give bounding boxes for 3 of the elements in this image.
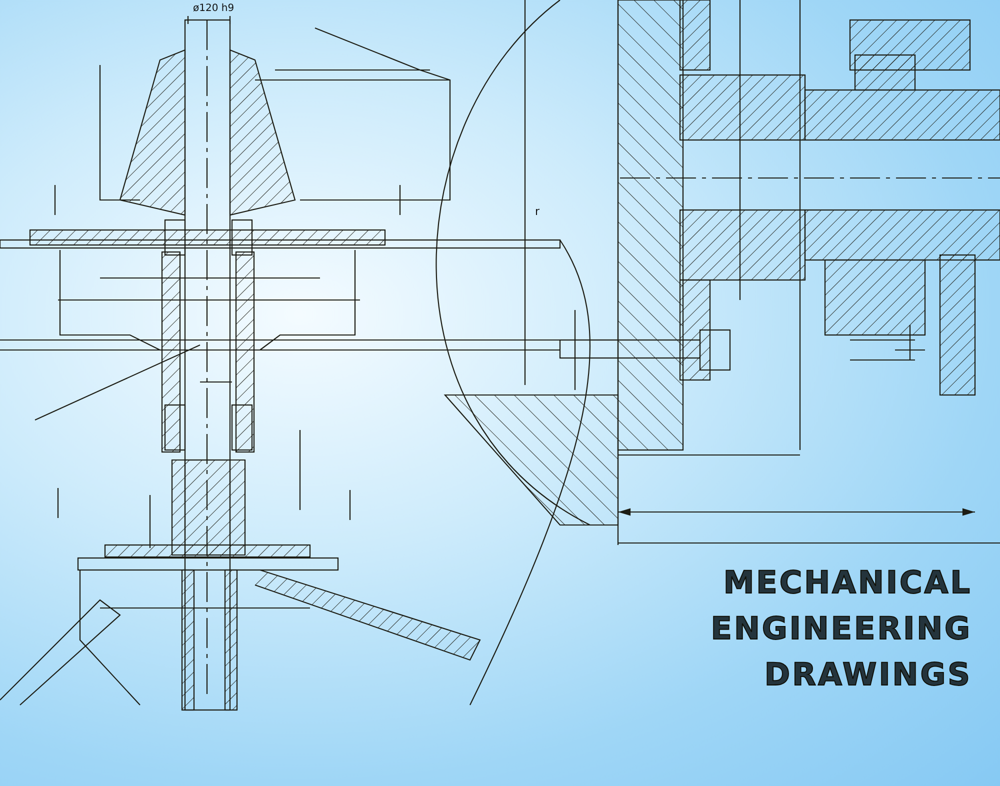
radius-label: r xyxy=(535,205,540,218)
title-text: MECHANICAL ENGINEERING DRAWINGS xyxy=(710,564,972,695)
dimension-label: ø120 h9 xyxy=(193,3,234,14)
